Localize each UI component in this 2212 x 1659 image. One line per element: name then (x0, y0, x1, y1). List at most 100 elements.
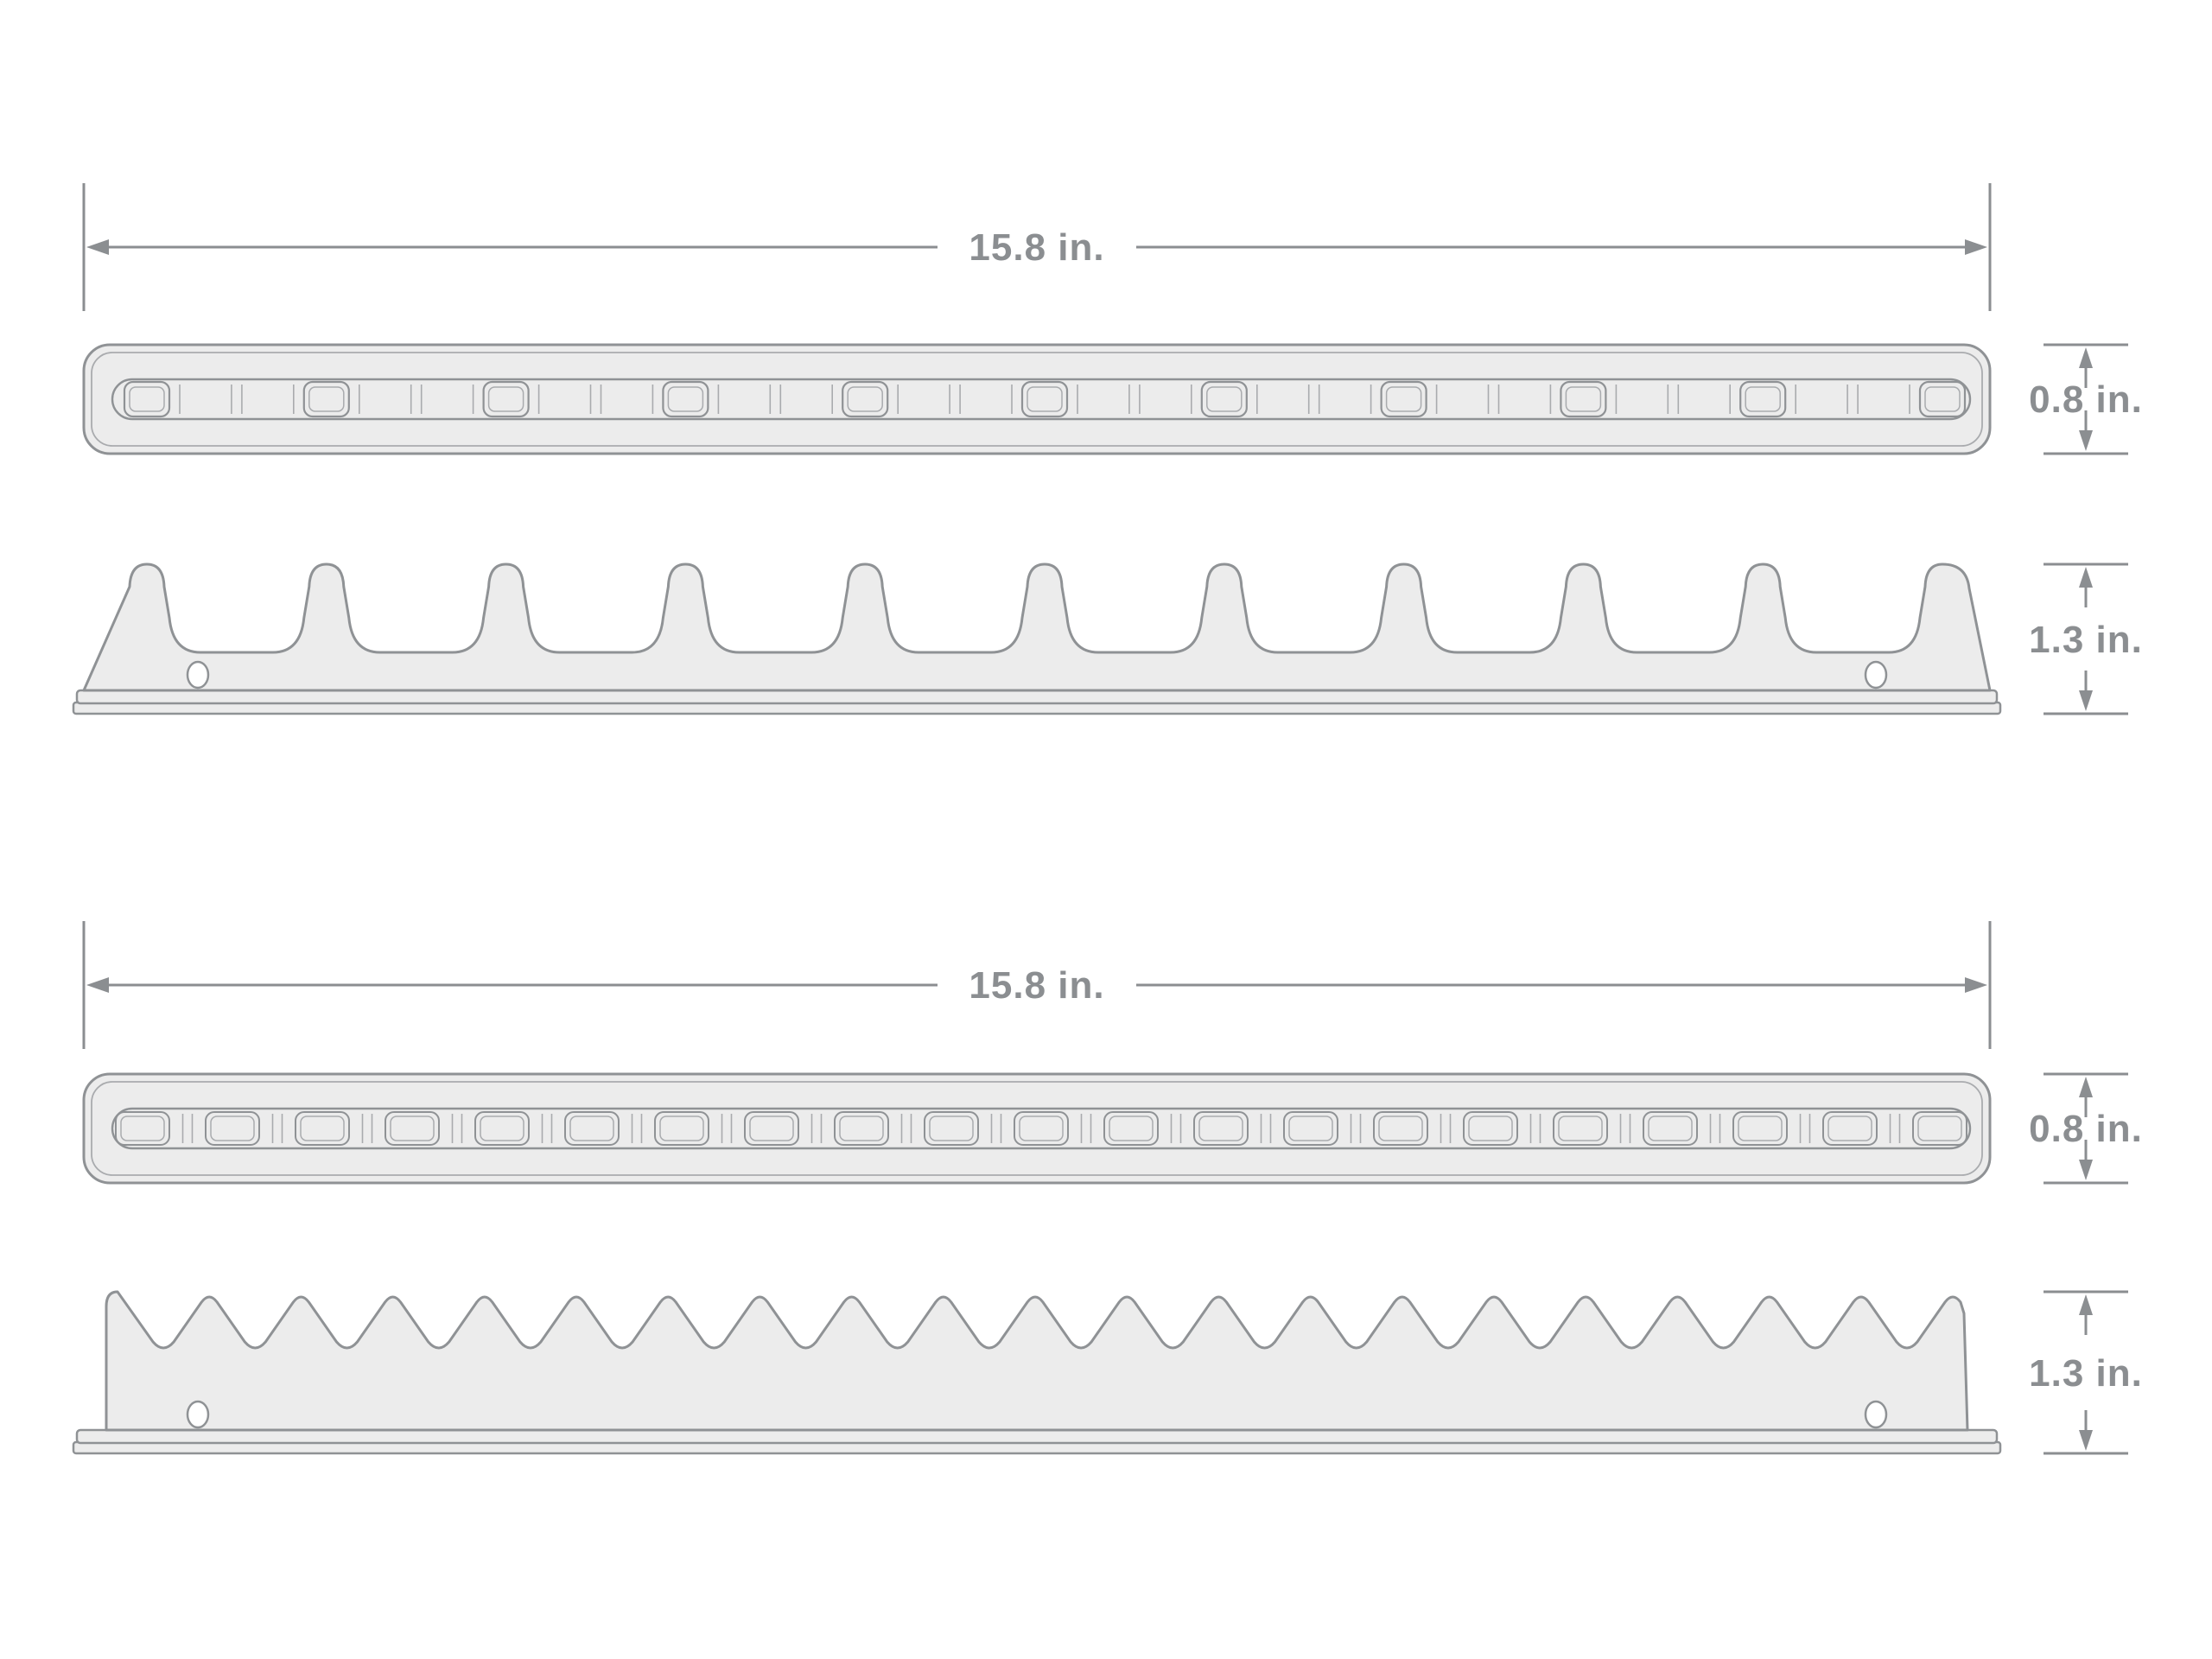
arrowhead-down-icon (2079, 1430, 2093, 1451)
arrowhead-right-icon (1965, 239, 1987, 255)
rack1-length-dimension (82, 183, 1992, 311)
wrench-slot (205, 1111, 260, 1146)
rack1-thickness-label: 0.8 in. (2029, 378, 2143, 421)
wrench-slot-inner-line (1109, 1116, 1154, 1141)
wrench-slot (1014, 1111, 1069, 1146)
mount-hole-right (1864, 660, 1888, 690)
arrowhead-up-icon (2079, 347, 2093, 368)
clip-socket (662, 380, 709, 418)
wrench-slot-inner-line (749, 1116, 794, 1141)
clip-socket-inner-line (1385, 386, 1422, 412)
wrench-slot (924, 1111, 979, 1146)
wrench-slot (564, 1111, 620, 1146)
arrowhead-left-icon (86, 977, 109, 993)
wrench-slot-inner-line (1558, 1116, 1603, 1141)
wrench-slot-inner-line (210, 1116, 255, 1141)
wrench-slot (1912, 1111, 1967, 1146)
wrench-slot-inner-line (659, 1116, 704, 1141)
wrench-slot (115, 1111, 170, 1146)
diagram-shapes (72, 183, 2128, 1455)
wrench-slot (1103, 1111, 1159, 1146)
wrench-slot-inner-line (1288, 1116, 1333, 1141)
wrench-slot (1732, 1111, 1788, 1146)
wrench-slot-inner-line (1738, 1116, 1783, 1141)
wrench-slot (1283, 1111, 1338, 1146)
clip-socket-inner-line (1924, 386, 1961, 412)
arrowhead-up-icon (2079, 567, 2093, 588)
mount-hole-right (1864, 1400, 1888, 1429)
clip-socket (123, 380, 171, 418)
rack1-length-label: 15.8 in. (969, 226, 1104, 269)
wrench-slot-inner-line (1827, 1116, 1872, 1141)
clip-socket-inner-line (1745, 386, 1781, 412)
rack2-side-view (72, 1290, 2002, 1455)
rack1-side-view (72, 563, 2002, 715)
arrowhead-up-icon (2079, 1077, 2093, 1097)
rack2-height-dimension (2044, 1290, 2128, 1455)
wrench-slot-inner-line (1378, 1116, 1423, 1141)
arrowhead-up-icon (2079, 1294, 2093, 1315)
wrench-slot-inner-line (1198, 1116, 1243, 1141)
clip-socket (1739, 380, 1787, 418)
wrench-slot (744, 1111, 799, 1146)
rail-inner-line (91, 352, 1983, 447)
clip-socket (1020, 380, 1069, 418)
wrench-slot (1822, 1111, 1878, 1146)
prong-rack-profile (82, 563, 1992, 692)
wrench-slot-inner-line (480, 1116, 524, 1141)
rack2-height-label: 1.3 in. (2029, 1352, 2143, 1395)
arrowhead-down-icon (2079, 690, 2093, 711)
wrench-slot (385, 1111, 440, 1146)
wrench-slot-inner-line (839, 1116, 884, 1141)
wrench-slot-inner-line (1917, 1116, 1962, 1141)
rack1-height-dimension (2044, 563, 2128, 715)
clip-socket (1200, 380, 1248, 418)
rack2-thickness-dimension (2044, 1072, 2128, 1185)
base-ledge-upper (75, 689, 1999, 705)
wrench-slot-inner-line (120, 1116, 165, 1141)
arrowhead-right-icon (1965, 977, 1987, 993)
wrench-slot-inner-line (1648, 1116, 1693, 1141)
wrench-slot (1463, 1111, 1518, 1146)
wrench-slot (1643, 1111, 1698, 1146)
mount-hole-left (186, 1400, 210, 1429)
sawtooth-rack-profile (105, 1290, 1969, 1432)
wrench-slot (474, 1111, 530, 1146)
wrench-slot (295, 1111, 350, 1146)
clip-socket (1380, 380, 1427, 418)
clip-socket-inner-line (308, 386, 345, 412)
rack2-length-label: 15.8 in. (969, 964, 1104, 1007)
wrench-slot (834, 1111, 889, 1146)
clip-socket (482, 380, 530, 418)
wrench-slot (1193, 1111, 1249, 1146)
wrench-slot-inner-line (1468, 1116, 1513, 1141)
wrench-slot-inner-line (1019, 1116, 1064, 1141)
clip-socket (842, 380, 889, 418)
clip-socket (302, 380, 350, 418)
arrowhead-down-icon (2079, 1160, 2093, 1180)
wrench-slot-inner-line (569, 1116, 614, 1141)
base-ledge-upper (75, 1428, 1999, 1445)
rack2-thickness-label: 0.8 in. (2029, 1108, 2143, 1150)
wrench-slot-inner-line (300, 1116, 345, 1141)
clip-socket-inner-line (1027, 386, 1063, 412)
clip-socket-inner-line (847, 386, 883, 412)
rack2-length-dimension (82, 921, 1992, 1049)
clip-socket-inner-line (1206, 386, 1243, 412)
rack2-top-view (82, 1072, 1992, 1185)
wrench-slot (654, 1111, 709, 1146)
rail-inner-line (91, 1081, 1983, 1176)
clip-socket-inner-line (1565, 386, 1602, 412)
clip-socket (1918, 380, 1967, 418)
arrowhead-down-icon (2079, 430, 2093, 451)
wrench-slot (1553, 1111, 1608, 1146)
wrench-slot-inner-line (390, 1116, 435, 1141)
rack1-top-view (82, 343, 1992, 455)
arrowhead-left-icon (86, 239, 109, 255)
mount-hole-left (186, 660, 210, 690)
rack1-thickness-dimension (2044, 343, 2128, 455)
wrench-slot (1373, 1111, 1428, 1146)
rack1-height-label: 1.3 in. (2029, 619, 2143, 661)
clip-socket-inner-line (129, 386, 165, 412)
